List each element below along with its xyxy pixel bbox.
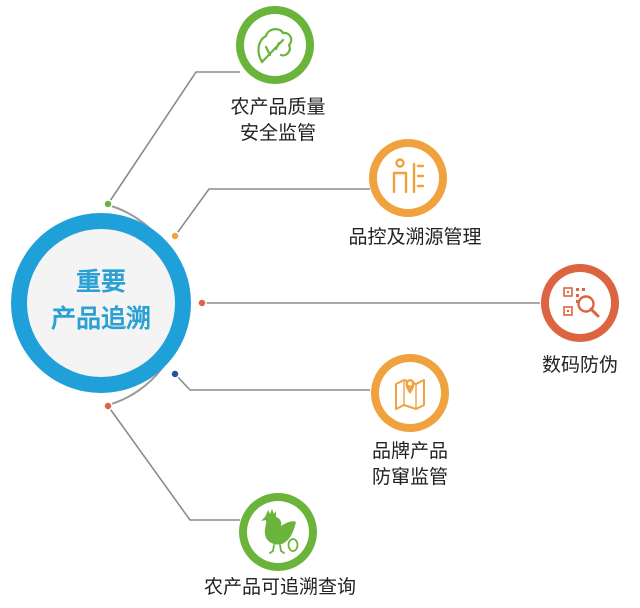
connector-dot-4 xyxy=(170,369,180,379)
hub-title-line-2: 产品追溯 xyxy=(50,304,151,333)
node-3-label-line-1: 数码防伪 xyxy=(541,354,618,376)
node-2-label-line-1: 品控及溯源管理 xyxy=(348,226,482,248)
connector-dot-1 xyxy=(103,199,113,209)
hub-inner xyxy=(27,229,175,377)
node-1-label: 农产品质量 安全监管 xyxy=(203,94,353,146)
connector-1 xyxy=(107,71,240,205)
connector-dot-2 xyxy=(170,231,180,241)
node-1-label-line-1: 农产品质量 xyxy=(230,96,326,118)
node-5-badge xyxy=(239,493,317,571)
node-3-badge xyxy=(541,264,619,342)
map-pin-icon xyxy=(395,379,425,410)
node-1-label-line-2: 安全监管 xyxy=(239,122,316,144)
node-5-label: 农产品可追溯查询 xyxy=(180,574,380,600)
hub-title-line-1: 重要 xyxy=(75,267,126,296)
vegetable-icon xyxy=(257,28,293,64)
node-2-label: 品控及溯源管理 xyxy=(330,224,500,250)
connector-dot-5 xyxy=(103,401,113,411)
node-3-label: 数码防伪 xyxy=(525,352,635,378)
connector-dot-3 xyxy=(197,298,207,308)
node-4-badge xyxy=(371,354,449,432)
node-2-badge xyxy=(369,139,447,217)
node-4-label: 品牌产品 防窜监管 xyxy=(350,438,470,490)
node-4-label-line-2: 防窜监管 xyxy=(371,466,448,488)
connector-2 xyxy=(174,188,370,237)
qr-code-magnifier-icon xyxy=(563,287,600,318)
node-4-label-line-1: 品牌产品 xyxy=(371,440,448,462)
connector-4 xyxy=(174,373,370,391)
chicken-egg-icon xyxy=(261,509,299,554)
node-1-badge xyxy=(236,6,314,84)
node-5-label-line-1: 农产品可追溯查询 xyxy=(203,576,356,598)
person-list-icon xyxy=(392,158,425,194)
connector-5 xyxy=(107,405,240,521)
